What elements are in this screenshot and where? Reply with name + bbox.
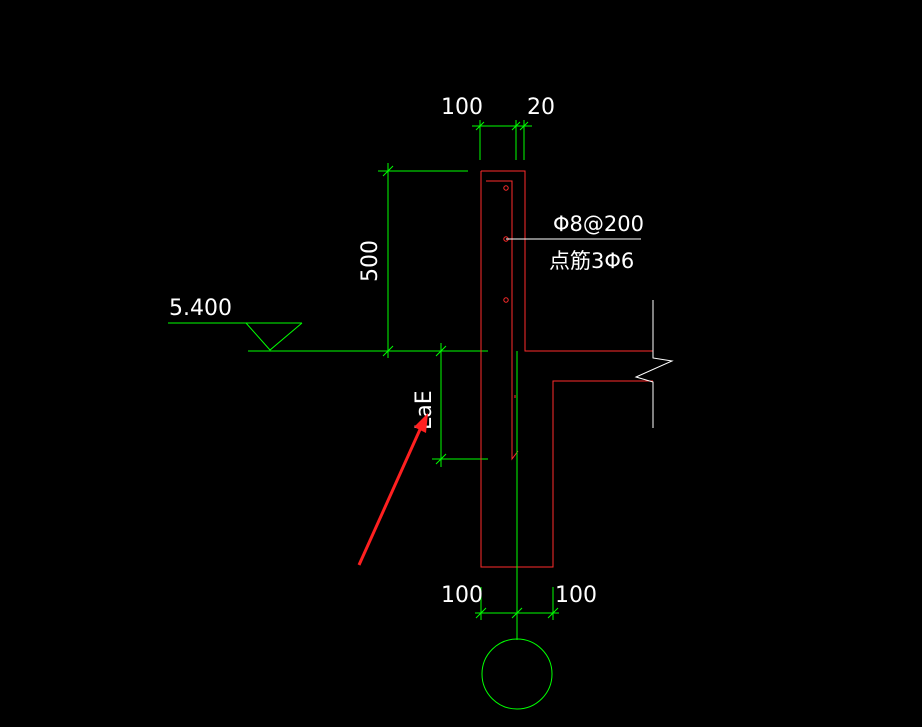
anchorage-dimension: LaE (412, 343, 488, 467)
axis-marker (481, 351, 553, 710)
break-line (634, 300, 674, 428)
vertical-dimension: 500 (358, 163, 468, 358)
bottom-dim-left-text: 100 (441, 583, 483, 608)
vertical-dim-text: 500 (358, 240, 383, 282)
top-dim-right-text: 20 (527, 95, 555, 120)
bottom-dim-right-text: 100 (555, 583, 597, 608)
top-dimension: 100 20 (441, 95, 555, 160)
rebar-note-line2: 点筋3Φ6 (549, 249, 634, 273)
rebar-note-line1: Φ8@200 (553, 212, 644, 236)
member-outline (480, 170, 653, 568)
rebar-note: Φ8@200 点筋3Φ6 (506, 212, 644, 273)
top-dim-left-text: 100 (441, 95, 483, 120)
annotation-arrow-icon (357, 413, 428, 566)
elevation-mark: 5.400 (168, 296, 488, 352)
bottom-dimension: 100 100 (441, 583, 597, 620)
elevation-text: 5.400 (169, 296, 232, 321)
